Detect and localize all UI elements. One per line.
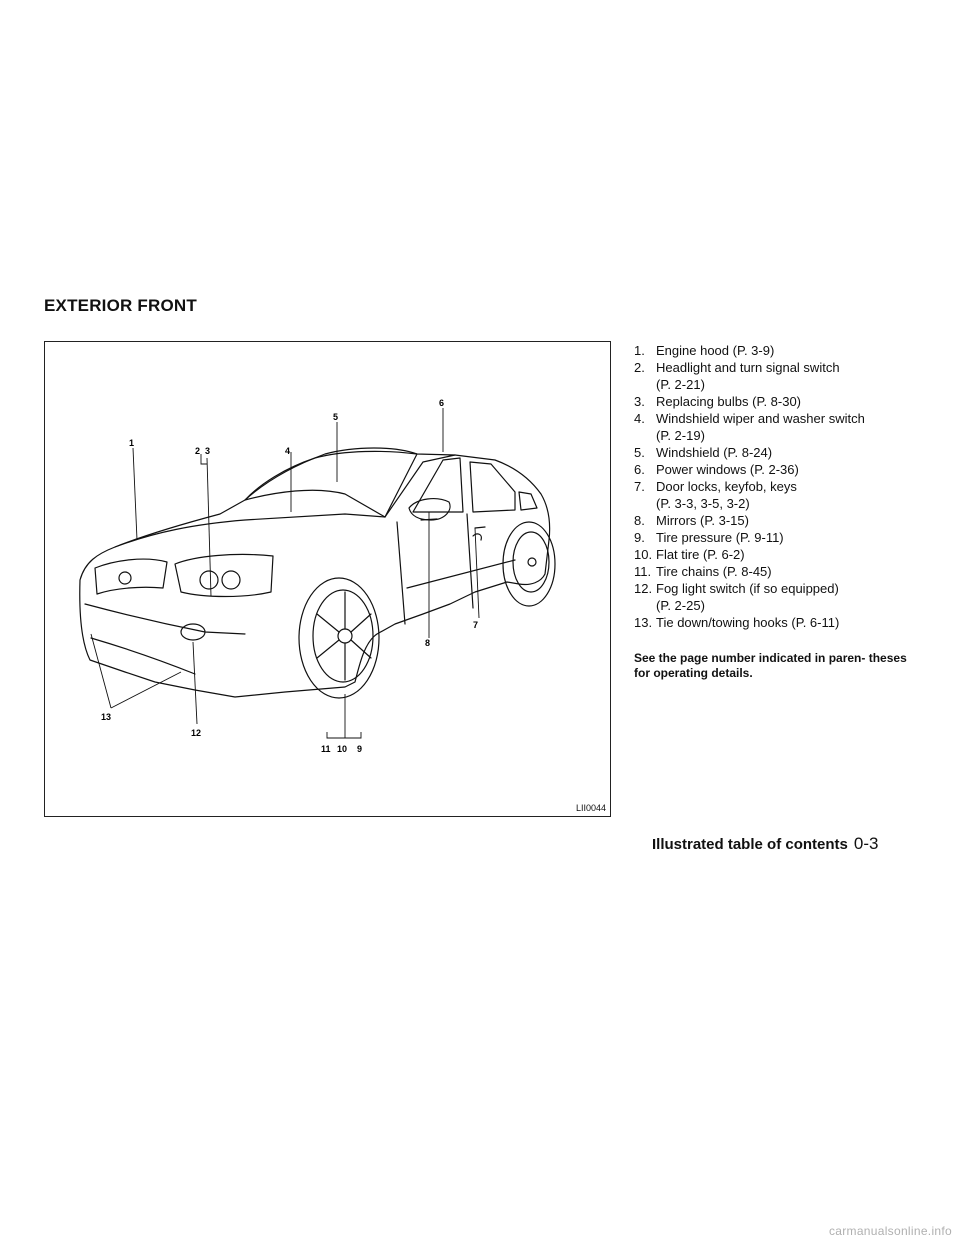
rear-wheel-rim [512, 531, 550, 593]
rear-wheel-hub [527, 557, 537, 567]
item-text: Replacing bulbs (P. 8-30) [656, 394, 802, 409]
item-text: Power windows (P. 2-36) [656, 462, 799, 477]
rear-side-window [469, 461, 516, 513]
body-side-molding [406, 559, 516, 589]
a-pillar [384, 454, 456, 518]
callout-11: 11 [321, 744, 331, 754]
figure-code: LII0044 [575, 803, 606, 813]
list-item: 8. Mirrors (P. 3-15) [634, 512, 924, 529]
hood-line [114, 513, 386, 548]
item-text: Windshield wiper and washer switch [656, 411, 865, 426]
item-page-ref: (P. 2-21) [656, 377, 705, 392]
watermark-text: carmanualsonline.info [828, 1224, 952, 1238]
item-number: 11. [634, 564, 652, 579]
page-footer: Illustrated table of contents 0-3 [652, 834, 878, 854]
list-item: 1. Engine hood (P. 3-9) [634, 342, 924, 359]
list-item: 3. Replacing bulbs (P. 8-30) [634, 393, 924, 410]
list-item: 12.Fog light switch (if so equipped) (P. … [634, 580, 924, 614]
callout-4: 4 [285, 446, 290, 456]
door-seam-rear [466, 513, 474, 609]
front-wheel-spokes [316, 591, 372, 681]
list-item: 9. Tire pressure (P. 9-11) [634, 529, 924, 546]
callout-1: 1 [129, 438, 134, 448]
fog-light [180, 623, 206, 641]
callout-8: 8 [425, 638, 430, 648]
windshield [244, 450, 418, 518]
list-item: 6. Power windows (P. 2-36) [634, 461, 924, 478]
headlamp-inner [199, 570, 219, 590]
exterior-front-figure: 1 2 3 4 5 6 7 8 9 10 11 12 13 LII0044 [44, 341, 611, 817]
list-item: 11. Tire chains (P. 8-45) [634, 563, 924, 580]
item-number: 4. [634, 411, 645, 426]
headlight-cluster [174, 553, 274, 598]
item-number: 5. [634, 445, 645, 460]
list-item: 2. Headlight and turn signal switch (P. 2-… [634, 359, 924, 393]
item-page-ref: (P. 2-25) [656, 598, 705, 613]
door-seam-front [396, 521, 406, 625]
list-item: 4. Windshield wiper and washer switch (P. … [634, 410, 924, 444]
callout-7: 7 [473, 620, 478, 630]
front-bumper [84, 603, 246, 635]
front-side-window [412, 457, 464, 513]
callout-leaders [90, 408, 480, 739]
callout-3: 3 [205, 446, 210, 456]
keyhole [472, 533, 482, 541]
item-number: 10. [634, 547, 653, 562]
item-text: Door locks, keyfob, keys [656, 479, 797, 494]
car-body-outline [79, 447, 551, 698]
item-text: Tire pressure (P. 9-11) [656, 530, 784, 545]
item-page-ref: (P. 2-19) [656, 428, 705, 443]
item-number: 3. [634, 394, 645, 409]
callout-9: 9 [357, 744, 362, 754]
item-text: Tire chains (P. 8-45) [656, 564, 772, 579]
front-wheel-rim [312, 589, 374, 683]
watermark: carmanualsonline.info [0, 1224, 960, 1242]
car-illustration: 1 2 3 4 5 6 7 8 9 10 11 12 13 [79, 398, 556, 754]
side-mirror [408, 498, 451, 521]
rear-door-handle [474, 526, 486, 529]
grille [94, 558, 168, 595]
section-title: EXTERIOR FRONT [44, 296, 197, 315]
list-item: 10.Flat tire (P. 6-2) [634, 546, 924, 563]
footer-section-title: Illustrated table of contents [652, 836, 848, 853]
item-number: 12. [634, 581, 653, 596]
item-text: Windshield (P. 8-24) [656, 445, 773, 460]
item-text: Flat tire (P. 6-2) [656, 547, 745, 562]
headlamp-outer [221, 570, 241, 590]
item-number: 9. [634, 530, 645, 545]
page-number: 0-3 [853, 834, 879, 853]
item-number: 7. [634, 479, 645, 494]
rear-wheel-tire [502, 521, 556, 607]
callout-2: 2 [195, 446, 200, 456]
callout-5: 5 [333, 412, 338, 422]
item-text: Mirrors (P. 3-15) [656, 513, 749, 528]
item-text: Tie down/towing hooks (P. 6-11) [656, 615, 840, 630]
callout-labels: 1 2 3 4 5 6 7 8 9 10 11 12 13 [101, 398, 478, 754]
callout-10: 10 [337, 744, 347, 754]
rear-quarter-window [518, 491, 538, 511]
grille-emblem [118, 571, 132, 585]
item-number: 8. [634, 513, 645, 528]
item-number: 1. [634, 343, 645, 358]
item-number: 6. [634, 462, 645, 477]
callout-13: 13 [101, 712, 111, 722]
front-wheel-hub [337, 628, 353, 644]
item-page-ref: (P. 3-3, 3-5, 3-2) [656, 496, 750, 511]
callout-6: 6 [439, 398, 444, 408]
item-text: Headlight and turn signal switch [656, 360, 840, 375]
item-text: Fog light switch (if so equipped) [656, 581, 839, 596]
operating-details-note: See the page number indicated in paren- … [634, 651, 907, 680]
list-item: 7. Door locks, keyfob, keys (P. 3-3, 3-5, … [634, 478, 924, 512]
item-text: Engine hood (P. 3-9) [656, 343, 775, 358]
component-list: 1. Engine hood (P. 3-9) 2. Headlight and t… [634, 342, 924, 631]
item-number: 13. [634, 615, 653, 630]
list-item: 13.Tie down/towing hooks (P. 6-11) [634, 614, 924, 631]
lower-bumper [90, 637, 196, 675]
front-wheel-tire [298, 577, 380, 699]
item-number: 2. [634, 360, 645, 375]
callout-12: 12 [191, 728, 201, 738]
list-item: 5. Windshield (P. 8-24) [634, 444, 924, 461]
